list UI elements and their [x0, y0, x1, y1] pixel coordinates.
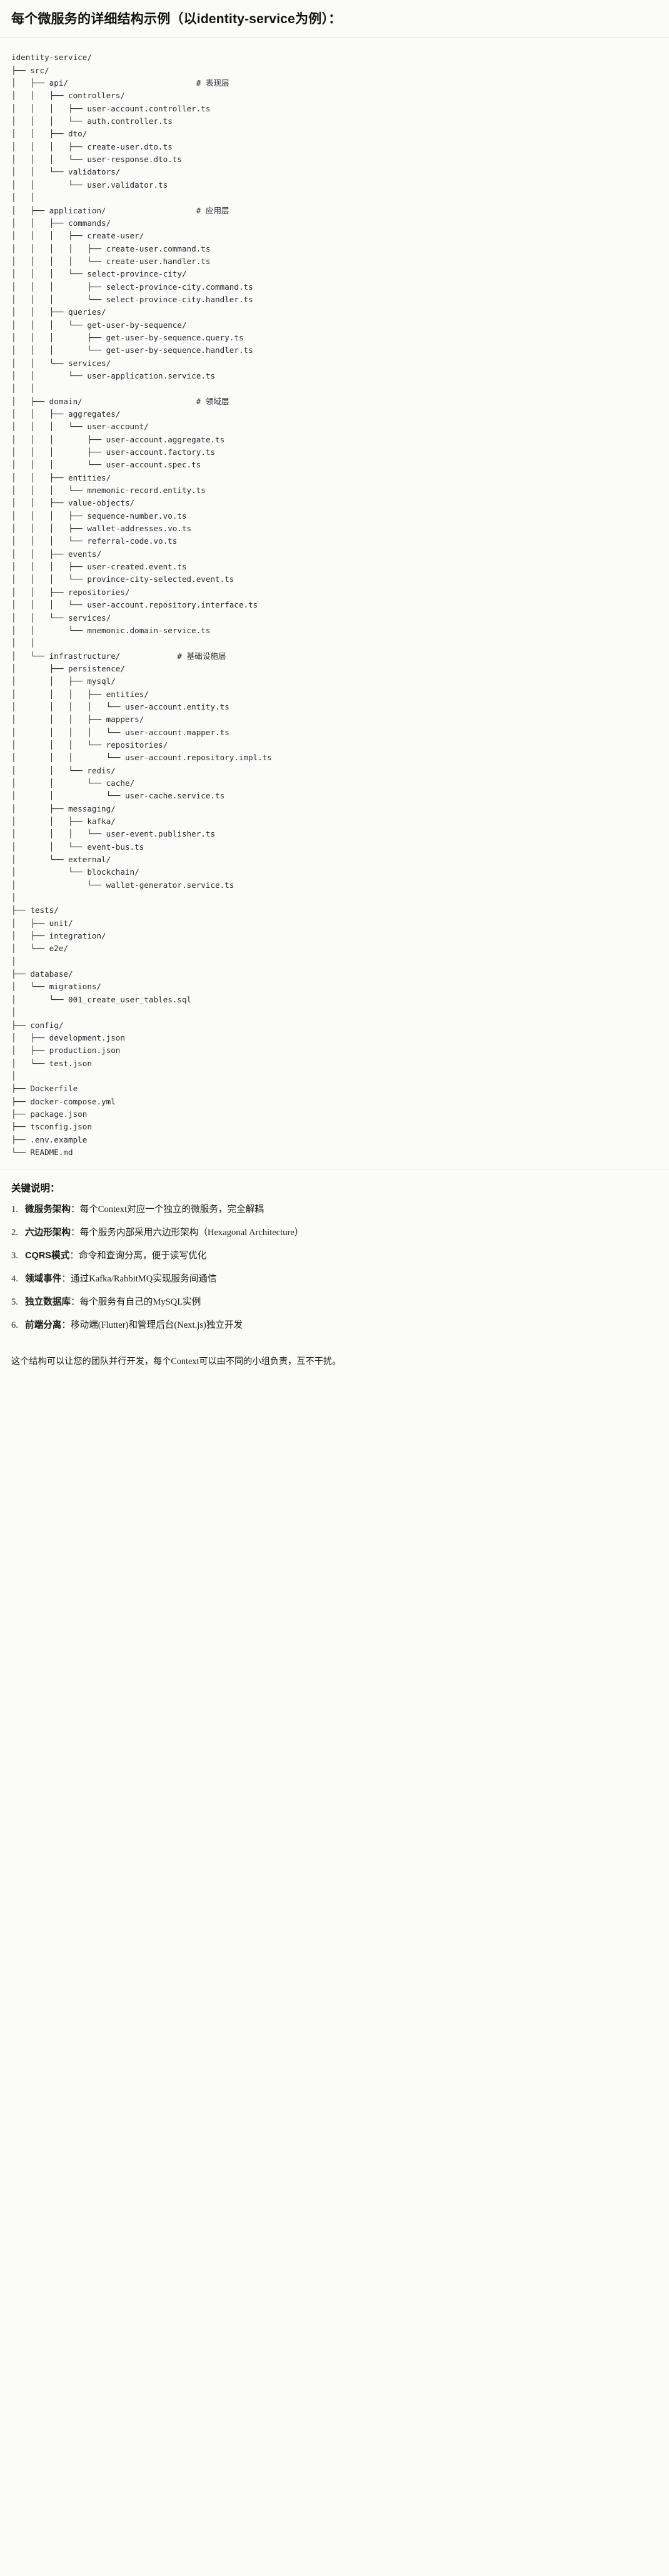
- list-item: 6. 前端分离：移动端(Flutter)和管理后台(Next.js)独立开发: [11, 1319, 658, 1333]
- key-points-block: 关键说明： 1.微服务架构：每个Context对应一个独立的微服务，完全解耦 2…: [0, 1169, 669, 1348]
- list-item: 3. CQRS模式：命令和查询分离，便于读写优化: [11, 1250, 658, 1263]
- list-item-term: 微服务架构: [25, 1204, 71, 1215]
- list-item-term: 前端分离: [25, 1320, 62, 1330]
- key-points-title: 关键说明：: [11, 1183, 60, 1194]
- list-item: 1. 微服务架构：每个Context对应一个独立的微服务，完全解耦: [11, 1203, 658, 1217]
- list-item: 4. 领域事件：通过Kafka/RabbitMQ实现服务间通信: [11, 1273, 658, 1286]
- list-item: 5. 独立数据库：每个服务有自己的MySQL实例: [11, 1296, 658, 1310]
- list-item-desc: 命令和查询分离，便于读写优化: [78, 1251, 207, 1261]
- list-item-number: 2.: [11, 1228, 18, 1238]
- list-item-number: 5.: [11, 1296, 18, 1307]
- list-item-separator: ：: [70, 1296, 80, 1307]
- list-item-separator: ：: [61, 1320, 71, 1330]
- directory-tree-block: identity-service/ ├── src/ │ ├── api/ # …: [0, 38, 669, 1169]
- list-item-term: 独立数据库: [25, 1296, 71, 1307]
- list-item-term: CQRS模式: [25, 1251, 70, 1261]
- list-item-term: 六边形架构: [25, 1228, 71, 1238]
- list-item-term: 领域事件: [25, 1273, 62, 1284]
- key-points-list: 1.微服务架构：每个Context对应一个独立的微服务，完全解耦 2.六边形架构…: [11, 1203, 658, 1332]
- list-item-desc: 移动端(Flutter)和管理后台(Next.js)独立开发: [71, 1320, 243, 1330]
- directory-tree: identity-service/ ├── src/ │ ├── api/ # …: [11, 53, 273, 1157]
- list-item-desc: 通过Kafka/RabbitMQ实现服务间通信: [71, 1273, 217, 1284]
- closing-paragraph: 这个结构可以让您的团队并行开发，每个Context可以由不同的小组负责，互不干扰…: [11, 1356, 341, 1367]
- list-item-separator: ：: [70, 1228, 80, 1238]
- page-title: 每个微服务的详细结构示例（以identity-service为例）：: [11, 12, 342, 26]
- list-item-number: 4.: [11, 1273, 18, 1284]
- list-item-separator: ：: [69, 1251, 79, 1261]
- list-item-separator: ：: [70, 1204, 80, 1215]
- list-item-desc: 每个服务有自己的MySQL实例: [79, 1296, 201, 1307]
- list-item-desc: 每个Context对应一个独立的微服务，完全解耦: [79, 1204, 264, 1215]
- title-divider: [0, 37, 669, 38]
- page-root: 每个微服务的详细结构示例（以identity-service为例）： ident…: [0, 12, 669, 1367]
- list-item-desc: 每个服务内部采用六边形架构（Hexagonal Architecture）: [79, 1228, 304, 1238]
- list-item-number: 1.: [11, 1204, 18, 1215]
- list-item-number: 6.: [11, 1320, 18, 1330]
- list-item-separator: ：: [61, 1273, 71, 1284]
- list-item-number: 3.: [11, 1251, 18, 1261]
- list-item: 2. 六边形架构：每个服务内部采用六边形架构（Hexagonal Architec…: [11, 1226, 658, 1240]
